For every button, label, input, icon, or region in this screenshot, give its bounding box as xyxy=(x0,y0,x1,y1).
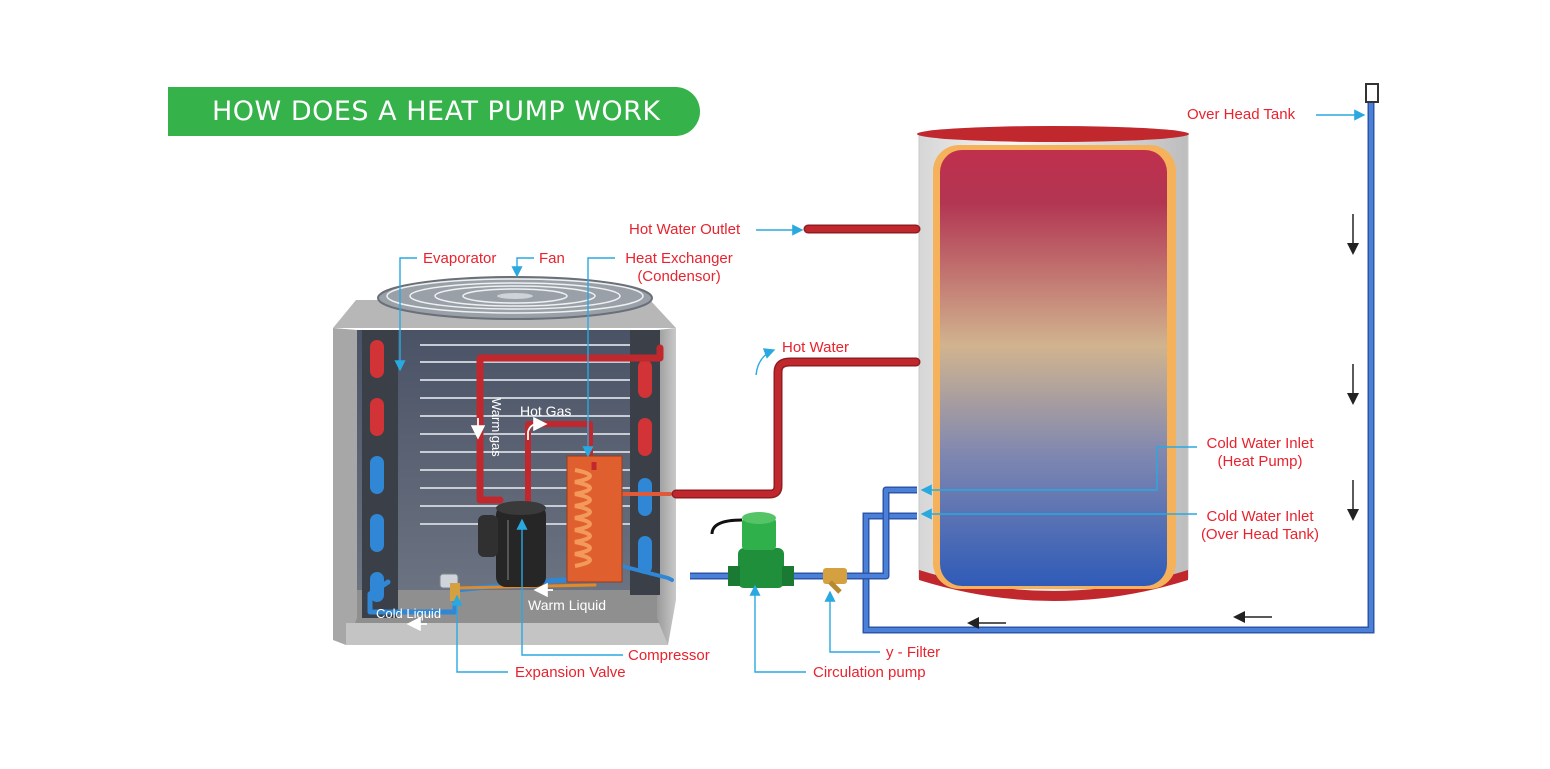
diagram-title-banner: HOW DOES A HEAT PUMP WORK xyxy=(168,87,700,136)
label-cold-inlet-oht-line1: Cold Water Inlet xyxy=(1206,508,1314,525)
label-heat-exchanger-line1: Heat Exchanger xyxy=(625,250,733,267)
label-warm-liquid: Warm Liquid xyxy=(528,597,607,613)
expansion-valve xyxy=(439,573,460,601)
cold-return-pipe xyxy=(690,486,917,580)
label-compressor: Compressor xyxy=(628,647,710,664)
label-y-filter: y - Filter xyxy=(886,644,941,661)
heat-exchanger-condenser xyxy=(566,455,623,583)
label-warm-gas: Warm gas xyxy=(489,398,504,457)
diagram-title: HOW DOES A HEAT PUMP WORK xyxy=(212,96,661,127)
label-hot-water-outlet: Hot Water Outlet xyxy=(629,221,741,238)
overhead-tank-fitting xyxy=(1365,83,1379,103)
label-evaporator: Evaporator xyxy=(423,250,497,267)
label-cold-water-inlet-over-head-tank: Cold Water Inlet (Over Head Tank) xyxy=(1192,508,1328,544)
label-cold-water-inlet-heat-pump: Cold Water Inlet (Heat Pump) xyxy=(1196,435,1324,471)
label-hot-water: Hot Water xyxy=(782,339,849,356)
right-coil-tubes xyxy=(638,360,652,574)
refrigerant-circuit xyxy=(367,344,674,615)
hot-water-storage-tank xyxy=(917,126,1189,601)
label-expansion-valve: Expansion Valve xyxy=(515,664,626,681)
label-fan: Fan xyxy=(539,250,565,267)
label-cold-inlet-hp-line1: Cold Water Inlet xyxy=(1206,435,1314,452)
label-circulation-pump: Circulation pump xyxy=(813,664,926,681)
flow-arrows-overhead xyxy=(967,214,1359,629)
label-heat-exchanger-line2: (Condensor) xyxy=(637,268,721,285)
inner-flow-arrows xyxy=(406,416,553,632)
label-cold-inlet-hp-line2: (Heat Pump) xyxy=(1217,453,1303,470)
y-filter xyxy=(823,568,847,594)
hot-water-pipe xyxy=(671,224,921,499)
circulation-pump xyxy=(710,512,794,588)
label-over-head-tank: Over Head Tank xyxy=(1187,106,1296,123)
label-cold-inlet-oht-line2: (Over Head Tank) xyxy=(1200,526,1320,543)
label-hot-gas: Hot Gas xyxy=(520,403,572,419)
compressor xyxy=(478,501,546,587)
heat-pump-unit xyxy=(333,276,676,645)
leader-lines xyxy=(394,109,1366,673)
label-heat-exchanger: Heat Exchanger (Condensor) xyxy=(614,250,744,286)
label-cold-liquid: Cold Liquid xyxy=(376,606,442,621)
